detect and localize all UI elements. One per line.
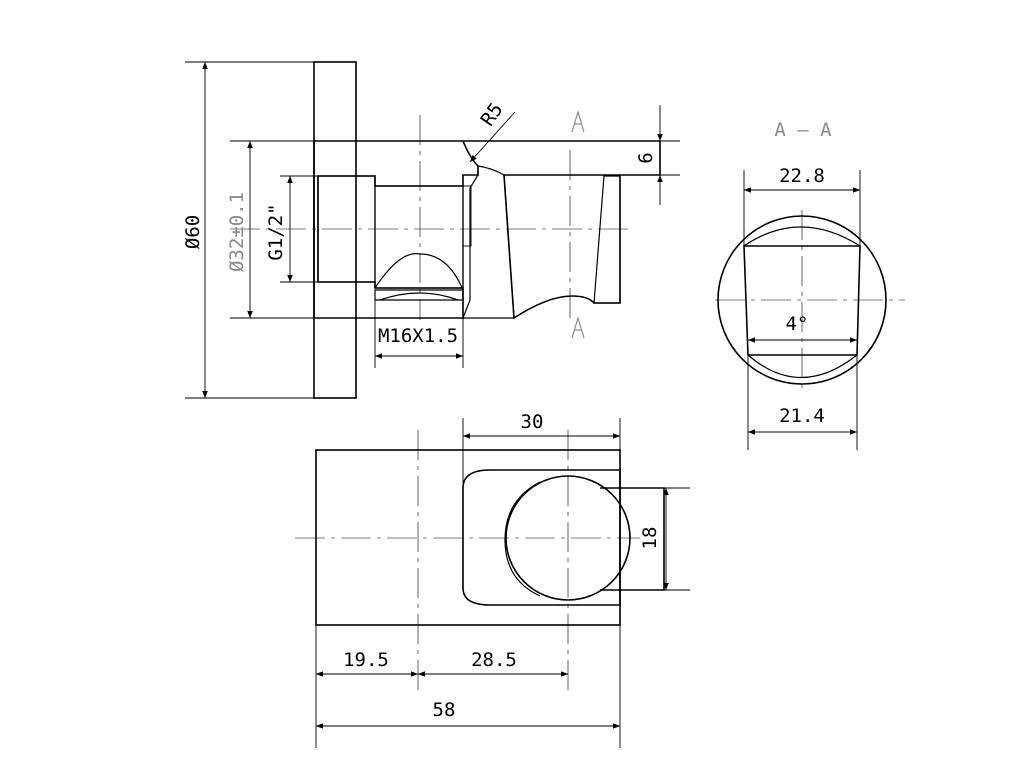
bore-inner [374,185,464,289]
section-marker-top [571,109,585,133]
plan-inner-arc [504,481,541,597]
holder-insert-section [593,175,621,304]
plan-view: 30 18 19.5 28.5 58 [295,411,690,748]
ball-seat [374,253,464,291]
section-title: A — A [774,119,832,141]
m16-thread-arc [379,292,459,301]
dim-label-diameter-60: Ø60 [182,215,204,249]
dim-label-g12: G1/2" [265,203,287,260]
body-right-section [462,165,515,319]
dim-label-30: 30 [521,411,544,433]
front-section-view: Ø60 Ø32±0.1 G1/2" R5 6 M16X1.5 [182,61,680,399]
dim-label-58: 58 [433,699,456,721]
dim-label-18: 18 [639,527,661,550]
section-a-a-view: A — A 22.8 4° 21.4 [715,119,905,450]
m16-thread-bottom [374,289,464,301]
leader-r5 [469,111,516,163]
section-marker-bottom [571,315,585,339]
dim-label-6: 6 [635,152,657,163]
dim-label-19-5: 19.5 [343,649,389,671]
section-cap-bottom [747,354,858,379]
section-cap-top [743,226,861,247]
dim-label-21-4: 21.4 [779,405,825,427]
dim-label-m16: M16X1.5 [378,325,458,347]
thread-relief [462,185,472,247]
dim-label-angle-4: 4° [786,313,809,335]
dim-label-diameter-32: Ø32±0.1 [226,192,248,272]
wall-plate [313,61,357,399]
holder-outline [463,140,661,320]
body-section [313,140,479,319]
dim-label-28-5: 28.5 [471,649,517,671]
dim-label-22-8: 22.8 [779,165,825,187]
plan-holder-body [462,469,621,606]
